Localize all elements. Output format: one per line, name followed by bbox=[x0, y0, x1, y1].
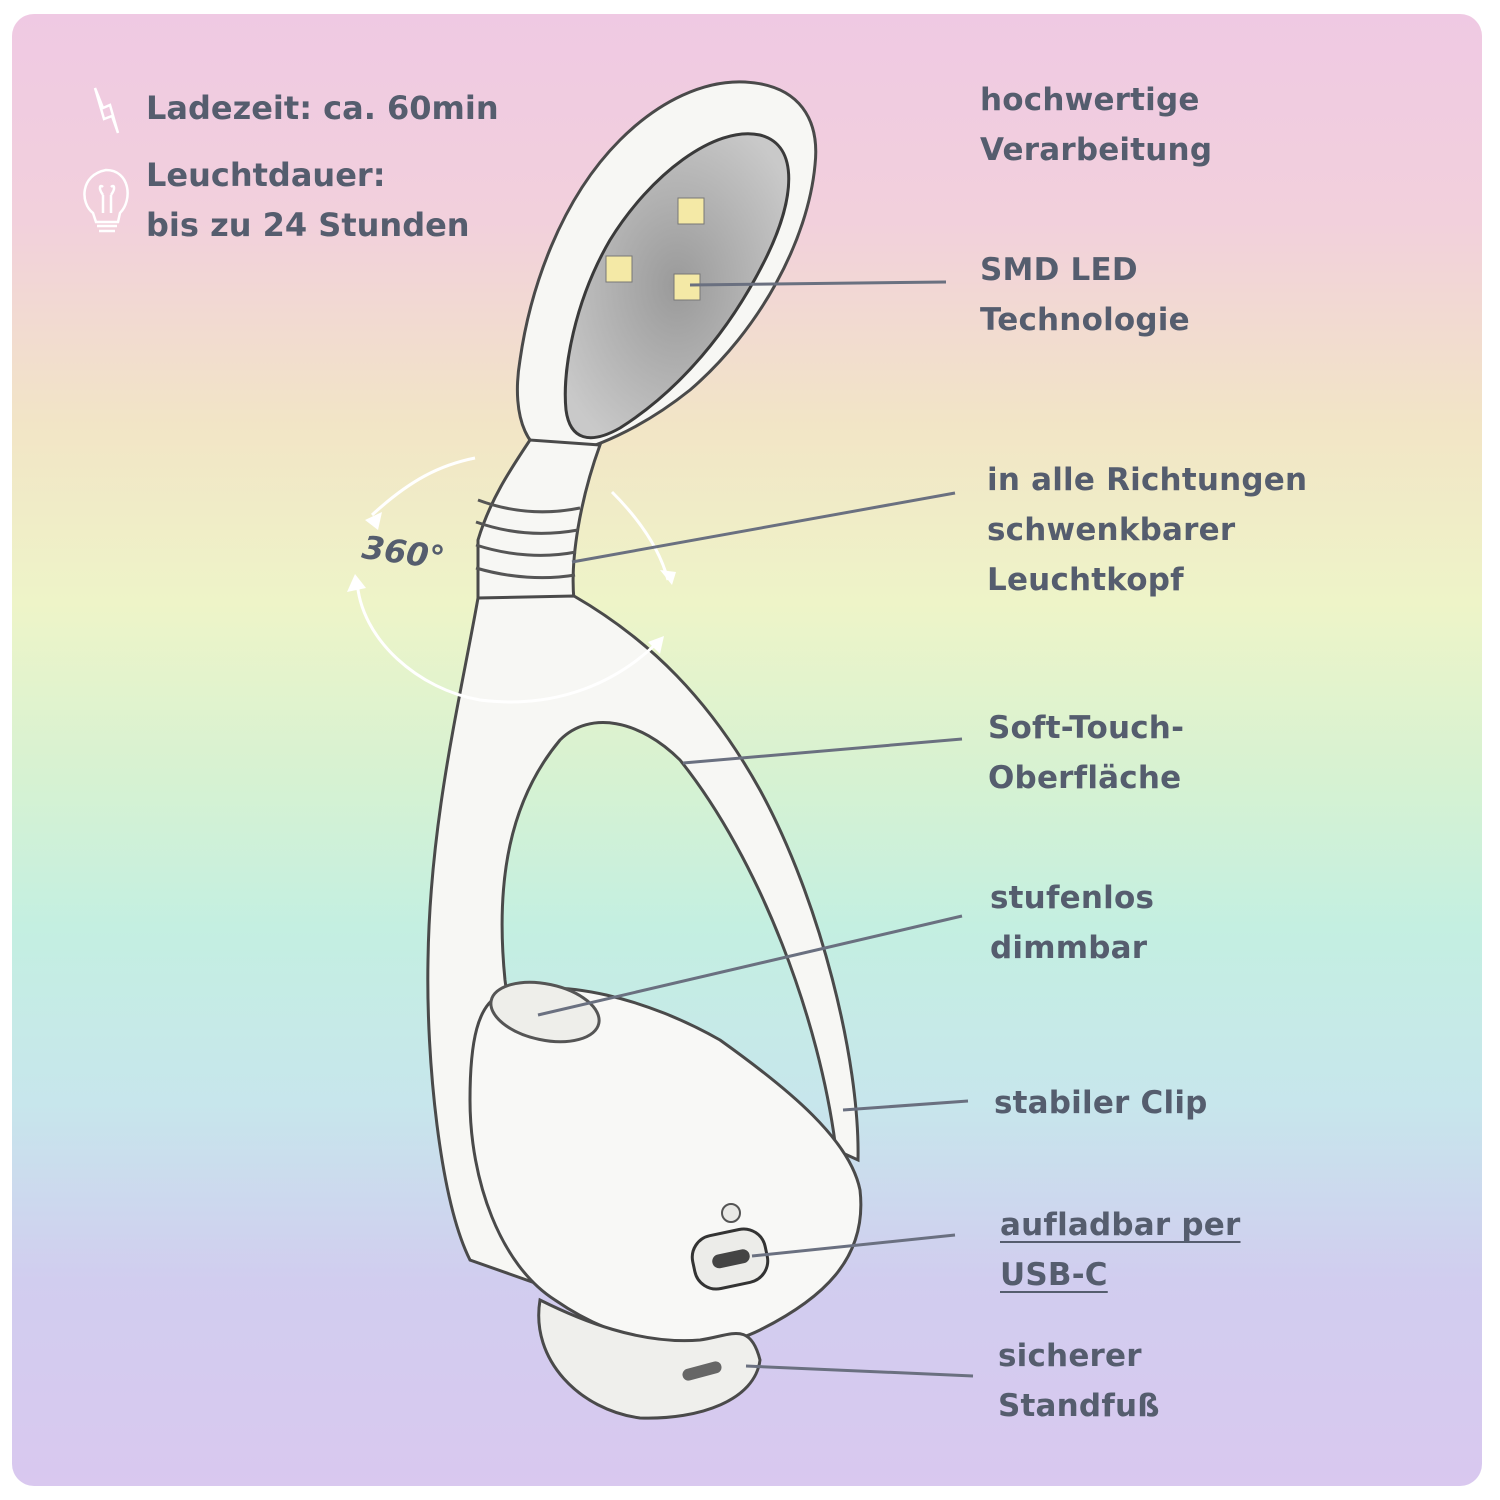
led-chip bbox=[605, 255, 633, 283]
lightbulb-icon bbox=[83, 168, 129, 233]
leader-foot bbox=[745, 1364, 974, 1378]
callout-soft-touch: Soft-Touch-Oberfläche bbox=[988, 710, 1185, 796]
led-chip bbox=[677, 197, 705, 225]
leader-led bbox=[689, 280, 947, 287]
rotation-arc bbox=[355, 579, 662, 704]
leader-clip bbox=[842, 1099, 969, 1112]
stand-foot bbox=[537, 1297, 762, 1420]
rotation-arrow-head bbox=[365, 512, 382, 530]
rotation-arrow-head bbox=[660, 570, 676, 585]
neck-ring bbox=[475, 566, 576, 580]
rotation-arrow-head bbox=[648, 636, 664, 654]
lightning-icon bbox=[93, 87, 120, 134]
runtime-label: Leuchtdauer: bis zu 24 Stunden bbox=[146, 156, 470, 244]
usb-c-inner bbox=[712, 1249, 750, 1269]
lamp-neck bbox=[476, 438, 603, 602]
neck-ring bbox=[475, 543, 577, 557]
rotation-arc bbox=[610, 490, 670, 581]
neck-ring bbox=[477, 498, 581, 514]
leader-surface bbox=[682, 737, 963, 765]
leader-head bbox=[571, 491, 956, 564]
indicator-led bbox=[721, 1203, 741, 1223]
leader-dimmer bbox=[537, 914, 963, 1017]
clip-arm bbox=[426, 594, 860, 1293]
callout-lines bbox=[537, 280, 974, 1378]
led-chip bbox=[673, 273, 701, 301]
stand-slot bbox=[682, 1361, 722, 1381]
leader-usb bbox=[751, 1233, 956, 1258]
neck-ring bbox=[475, 520, 579, 535]
rotation-arrow-head bbox=[347, 574, 366, 592]
charge-time-label: Ladezeit: ca. 60min bbox=[146, 89, 499, 127]
lamp-base bbox=[468, 986, 863, 1348]
rotation-arc bbox=[370, 456, 476, 517]
callout-clip: stabiler Clip bbox=[994, 1085, 1208, 1121]
